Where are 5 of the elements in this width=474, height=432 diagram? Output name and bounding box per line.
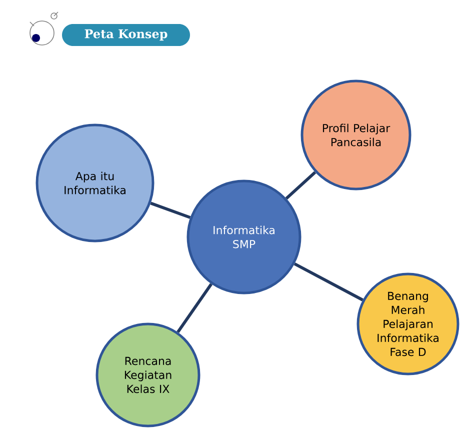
connector-line bbox=[294, 262, 364, 302]
connector-line bbox=[285, 171, 316, 200]
title-pill: Peta Konsep bbox=[62, 24, 190, 46]
connector-line bbox=[176, 283, 213, 333]
connector-line bbox=[150, 202, 191, 219]
